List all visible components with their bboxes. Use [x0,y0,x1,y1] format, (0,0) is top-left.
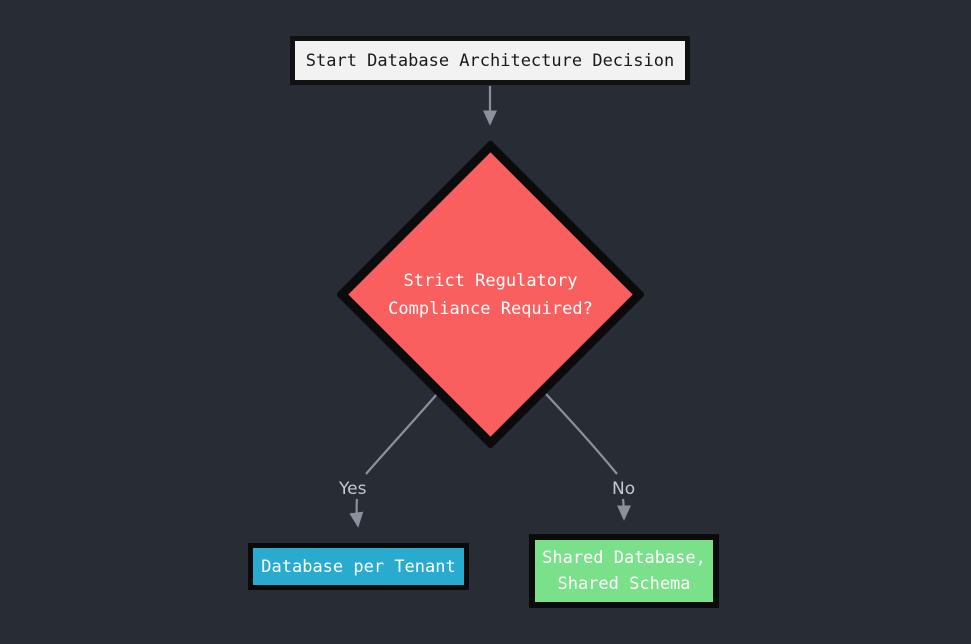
node-database-per-tenant[interactable]: Database per Tenant [248,543,469,590]
node-start[interactable]: Start Database Architecture Decision [290,36,690,85]
node-shared-schema-label-line1: Shared Database, [542,548,706,568]
edge-label-no: No [612,479,636,499]
node-decision-label: Strict Regulatory Compliance Required? [337,141,644,448]
node-shared-schema-label-line2: Shared Schema [557,574,691,594]
edge-label-yes: Yes [339,479,367,499]
node-shared-database-shared-schema[interactable]: Shared Database, Shared Schema [529,534,719,608]
node-decision-label-line1: Strict Regulatory [403,270,578,291]
node-decision-label-line2: Compliance Required? [388,298,593,319]
node-decision-compliance[interactable]: Strict Regulatory Compliance Required? [337,141,644,448]
